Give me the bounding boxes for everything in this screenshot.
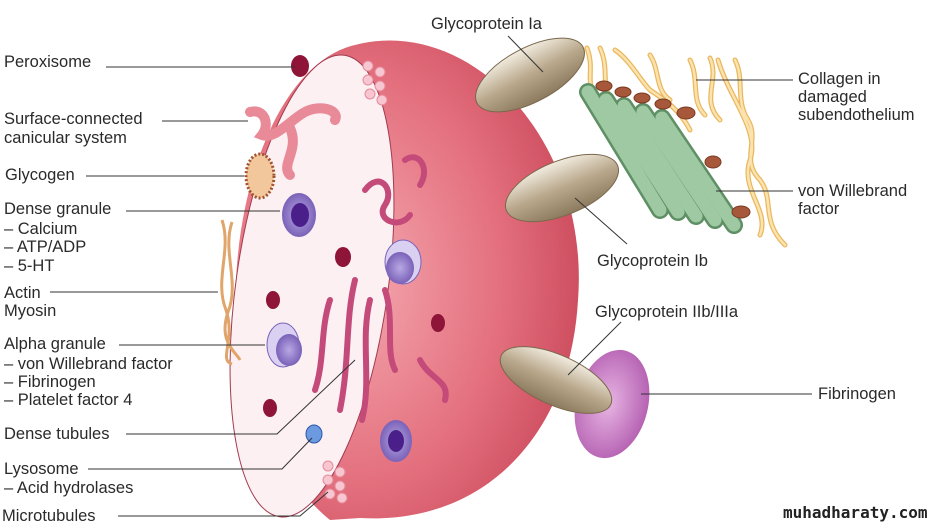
- dense-tubules-icon: [362, 154, 427, 226]
- label-platelet-factor-4: – Platelet factor 4: [4, 391, 132, 409]
- label-atp-adp: – ATP/ADP: [4, 238, 86, 256]
- glycoprotein-iib-iiia-icon: [499, 346, 613, 414]
- peroxisome-icon-2: [335, 247, 351, 267]
- microtubules-icon-top: [362, 60, 388, 106]
- peroxisome-icon-3: [266, 291, 280, 309]
- label-acid-hydrolases: – Acid hydrolases: [4, 479, 133, 497]
- glycogen-icon: [244, 152, 276, 200]
- peroxisome-icon-4: [263, 399, 277, 417]
- label-5ht: – 5-HT: [4, 257, 54, 275]
- actin-myosin-icon: [220, 219, 242, 366]
- label-calcium: – Calcium: [4, 220, 77, 238]
- label-dense-granule: Dense granule: [4, 200, 111, 218]
- label-glycogen: Glycogen: [5, 166, 75, 184]
- glycoprotein-ib-icon: [504, 153, 620, 223]
- label-fibrinogen: Fibrinogen: [818, 385, 896, 403]
- label-collagen-1: Collagen in: [798, 70, 881, 88]
- label-canicular-system: canicular system: [4, 129, 127, 147]
- label-actin: Actin: [4, 284, 41, 302]
- dense-granule-core-icon-2: [388, 430, 404, 452]
- watermark: muhadharaty.com: [783, 503, 928, 522]
- microtubules-icon: [322, 460, 348, 504]
- label-collagen-2: damaged: [798, 88, 867, 106]
- label-alpha-granule: Alpha granule: [4, 335, 106, 353]
- lysosome-icon: [305, 424, 323, 444]
- label-vwf-2: factor: [798, 200, 840, 218]
- dense-granule-core-icon: [291, 203, 309, 227]
- label-glycoprotein-ib: Glycoprotein Ib: [597, 252, 708, 270]
- alpha-granule-icon-inner: [386, 252, 414, 284]
- alpha-granule-icon-left-inner: [276, 334, 302, 366]
- leader-lines: [50, 35, 812, 517]
- dense-tubules-icon-2: [312, 277, 449, 423]
- label-alpha-fibrinogen: – Fibrinogen: [4, 373, 96, 391]
- label-myosin: Myosin: [4, 302, 56, 320]
- label-dense-tubules: Dense tubules: [4, 425, 110, 443]
- label-glycoprotein-iib-iiia: Glycoprotein IIb/IIIa: [595, 303, 739, 321]
- canicular-system-icon: [245, 103, 341, 180]
- peroxisome-icon: [291, 55, 309, 77]
- label-vwf-1: von Willebrand: [798, 182, 907, 200]
- label-surface-connected: Surface-connected: [4, 110, 143, 128]
- label-glycoprotein-ia: Glycoprotein Ia: [431, 15, 543, 33]
- glycoprotein-ia-icon: [475, 37, 585, 113]
- collagen-icon-inner: [585, 46, 787, 247]
- von-willebrand-factor-icon: [579, 80, 751, 234]
- label-microtubules: Microtubules: [2, 507, 96, 525]
- label-collagen-3: subendothelium: [798, 106, 915, 124]
- label-peroxisome: Peroxisome: [4, 53, 91, 71]
- label-lysosome: Lysosome: [4, 460, 79, 478]
- label-alpha-vwf: – von Willebrand factor: [4, 355, 173, 373]
- peroxisome-icon-5: [431, 314, 445, 332]
